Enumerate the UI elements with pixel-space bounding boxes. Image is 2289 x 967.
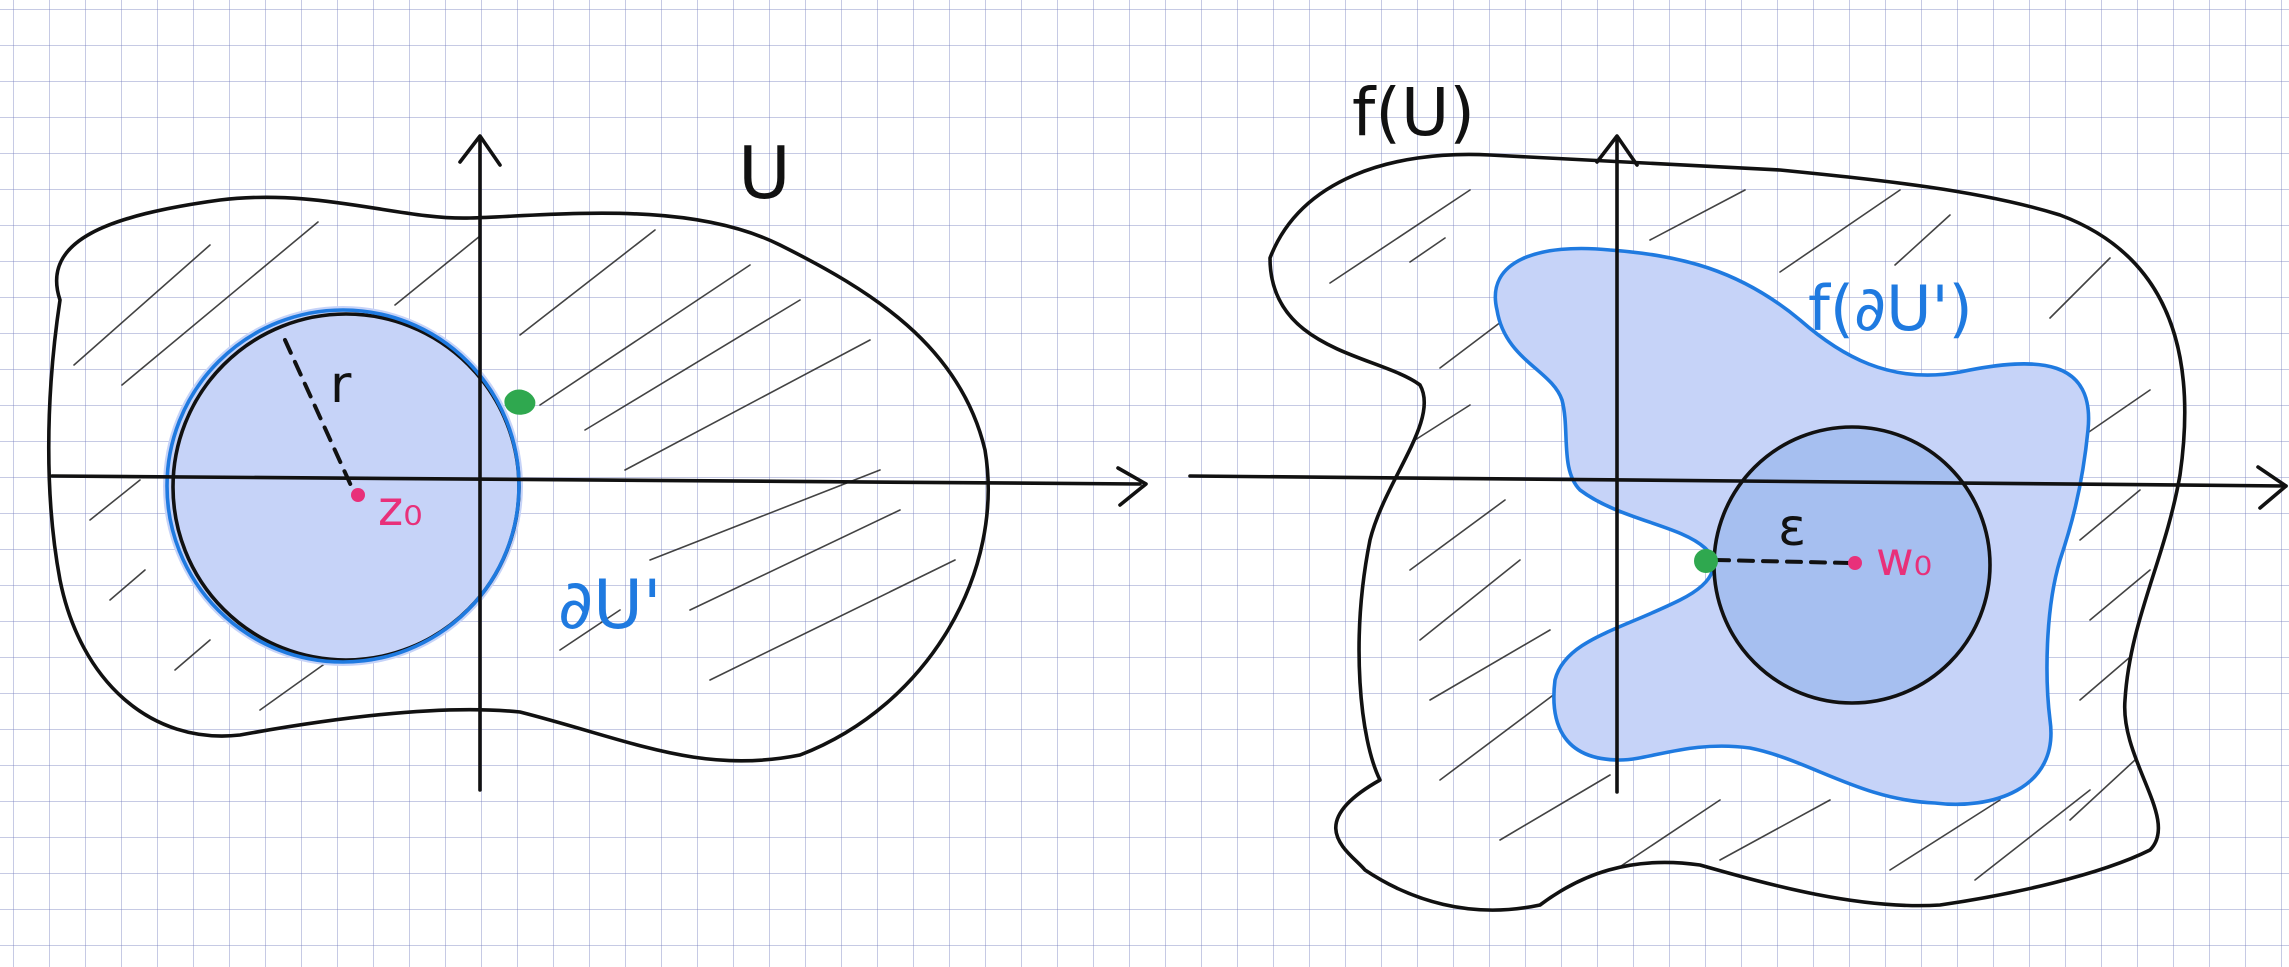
x-axis-left [50, 474, 1142, 486]
center-w0-point [1848, 556, 1862, 570]
radius-label: r [330, 355, 352, 415]
hatching-f-u [1329, 189, 2151, 881]
disc-u-prime [163, 306, 523, 666]
boundary-image-label: f(∂U') [1808, 272, 1973, 345]
hatching-u [73, 221, 956, 711]
boundary-u-prime [165, 308, 521, 664]
left-figure: U r z₀ ∂U' [46, 131, 1148, 792]
y-arrow-right [1595, 134, 1639, 167]
f-u-outline [1268, 152, 2187, 912]
radius-epsilon [1713, 558, 1852, 565]
set-u-outline [46, 195, 990, 763]
image-f-u-label: f(U) [1352, 74, 1475, 151]
center-z0-point [351, 488, 365, 502]
center-w0-label: w₀ [1876, 532, 1932, 586]
x-arrow-left [1116, 466, 1148, 507]
green-point-right [1694, 549, 1718, 573]
radius-r [283, 338, 355, 492]
green-point-left [504, 389, 536, 415]
y-arrow-left [458, 134, 502, 167]
x-arrow-right [2256, 465, 2288, 510]
right-figure: f(U) f(∂U') ε w₀ [1188, 74, 2288, 912]
set-u-label: U [738, 131, 791, 215]
center-z0-label: z₀ [378, 481, 422, 537]
x-axis-right [1188, 474, 2288, 488]
epsilon-label: ε [1778, 498, 1806, 558]
boundary-u-prime-label: ∂U' [558, 566, 662, 645]
